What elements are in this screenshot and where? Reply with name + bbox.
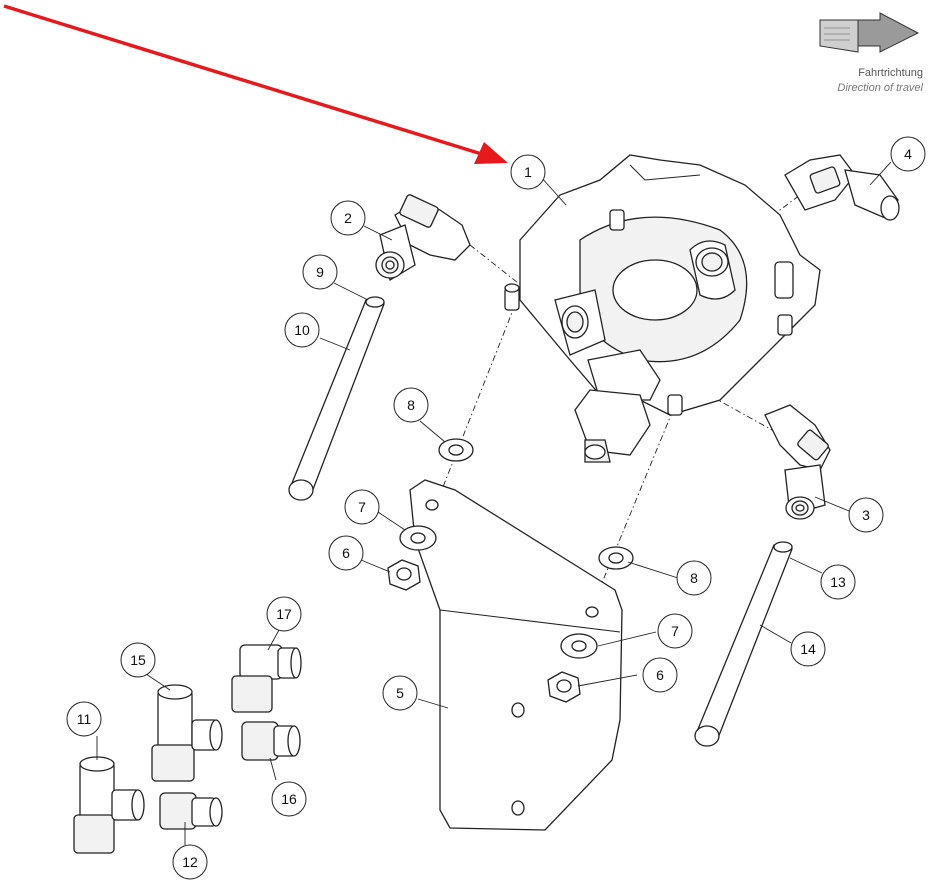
callout-circle bbox=[820, 564, 856, 600]
callout-c9: 9 bbox=[302, 254, 338, 290]
direction-label-en: Direction of travel bbox=[837, 82, 923, 94]
callout-circle bbox=[284, 312, 320, 348]
callout-circle bbox=[172, 844, 208, 880]
callout-number: 7 bbox=[671, 623, 679, 639]
callout-circle bbox=[344, 489, 380, 525]
callout-number: 8 bbox=[690, 570, 698, 586]
callout-number: 6 bbox=[656, 667, 664, 683]
callout-circle bbox=[382, 675, 418, 711]
callout-c2: 2 bbox=[330, 200, 366, 236]
callout-c12: 12 bbox=[172, 844, 208, 880]
callout-circle bbox=[66, 701, 102, 737]
callout-circle bbox=[302, 254, 338, 290]
highlight-arrow bbox=[3, 4, 508, 164]
tube-part-10 bbox=[288, 296, 385, 501]
callout-circle bbox=[393, 387, 429, 423]
direction-arrow-icon bbox=[819, 12, 920, 53]
direction-label-de: Fahrtrichtung bbox=[858, 67, 923, 79]
callout-number: 3 bbox=[862, 507, 870, 523]
washer-part-8-a bbox=[438, 438, 474, 462]
nut-part-6-b bbox=[547, 671, 581, 703]
callout-c14: 14 bbox=[790, 631, 826, 667]
callout-number: 14 bbox=[800, 641, 816, 657]
callout-number: 15 bbox=[130, 652, 146, 668]
callout-c5: 5 bbox=[382, 675, 418, 711]
mounting-bracket-part-5 bbox=[409, 479, 623, 831]
washer-part-7-b bbox=[560, 633, 598, 659]
tee-fitting-part-15 bbox=[151, 684, 223, 782]
nut-fitting-part-16 bbox=[241, 721, 301, 761]
callout-circle bbox=[657, 613, 693, 649]
callout-c11: 11 bbox=[66, 701, 102, 737]
callout-c7a: 7 bbox=[344, 489, 380, 525]
callout-number: 8 bbox=[407, 397, 415, 413]
callout-number: 6 bbox=[342, 545, 350, 561]
callout-number: 7 bbox=[358, 499, 366, 515]
callout-number: 13 bbox=[830, 574, 846, 590]
callout-c15: 15 bbox=[120, 642, 156, 678]
elbow-fitting-part-2 bbox=[375, 194, 471, 282]
callout-number: 5 bbox=[396, 685, 404, 701]
callout-circle bbox=[510, 154, 546, 190]
callout-number: 16 bbox=[281, 791, 297, 807]
callout-circle bbox=[848, 497, 884, 533]
callout-number: 10 bbox=[294, 322, 310, 338]
nut-part-6-a bbox=[387, 559, 421, 591]
callout-number: 9 bbox=[316, 264, 324, 280]
direction-of-travel-caption: Fahrtrichtung Direction of travel bbox=[837, 66, 923, 96]
callout-c6b: 6 bbox=[642, 657, 678, 693]
callout-c17: 17 bbox=[266, 596, 302, 632]
callout-circle bbox=[330, 200, 366, 236]
callout-circle bbox=[642, 657, 678, 693]
tube-part-14 bbox=[694, 541, 793, 747]
callout-circle bbox=[676, 560, 712, 596]
callout-circle bbox=[271, 781, 307, 817]
callout-circle bbox=[790, 631, 826, 667]
elbow-fitting-part-17 bbox=[231, 644, 302, 713]
callout-number: 11 bbox=[77, 711, 92, 727]
washer-part-7-a bbox=[399, 525, 437, 551]
valve-body-part-1 bbox=[504, 154, 821, 463]
callout-c6a: 6 bbox=[328, 535, 364, 571]
callout-circle bbox=[266, 596, 302, 632]
callout-c7b: 7 bbox=[657, 613, 693, 649]
callout-number: 12 bbox=[182, 854, 198, 870]
callout-c16: 16 bbox=[271, 781, 307, 817]
callout-c3: 3 bbox=[848, 497, 884, 533]
callout-c10: 10 bbox=[284, 312, 320, 348]
callout-c13: 13 bbox=[820, 564, 856, 600]
callout-c8a: 8 bbox=[393, 387, 429, 423]
callout-c8b: 8 bbox=[676, 560, 712, 596]
callout-number: 1 bbox=[524, 164, 532, 180]
washer-part-8-b bbox=[598, 546, 634, 570]
callout-circle bbox=[328, 535, 364, 571]
callout-c4: 4 bbox=[890, 136, 926, 172]
callout-c1: 1 bbox=[510, 154, 546, 190]
tee-fitting-part-11 bbox=[73, 756, 145, 854]
nut-fitting-part-12 bbox=[159, 792, 223, 830]
callout-number: 4 bbox=[904, 146, 912, 162]
elbow-fitting-part-3 bbox=[764, 404, 831, 520]
elbow-fitting-part-4 bbox=[784, 154, 900, 221]
callout-number: 2 bbox=[344, 210, 352, 226]
callout-circle bbox=[120, 642, 156, 678]
leader-lines bbox=[96, 161, 892, 845]
callout-number: 17 bbox=[276, 606, 292, 622]
callout-circle bbox=[890, 136, 926, 172]
